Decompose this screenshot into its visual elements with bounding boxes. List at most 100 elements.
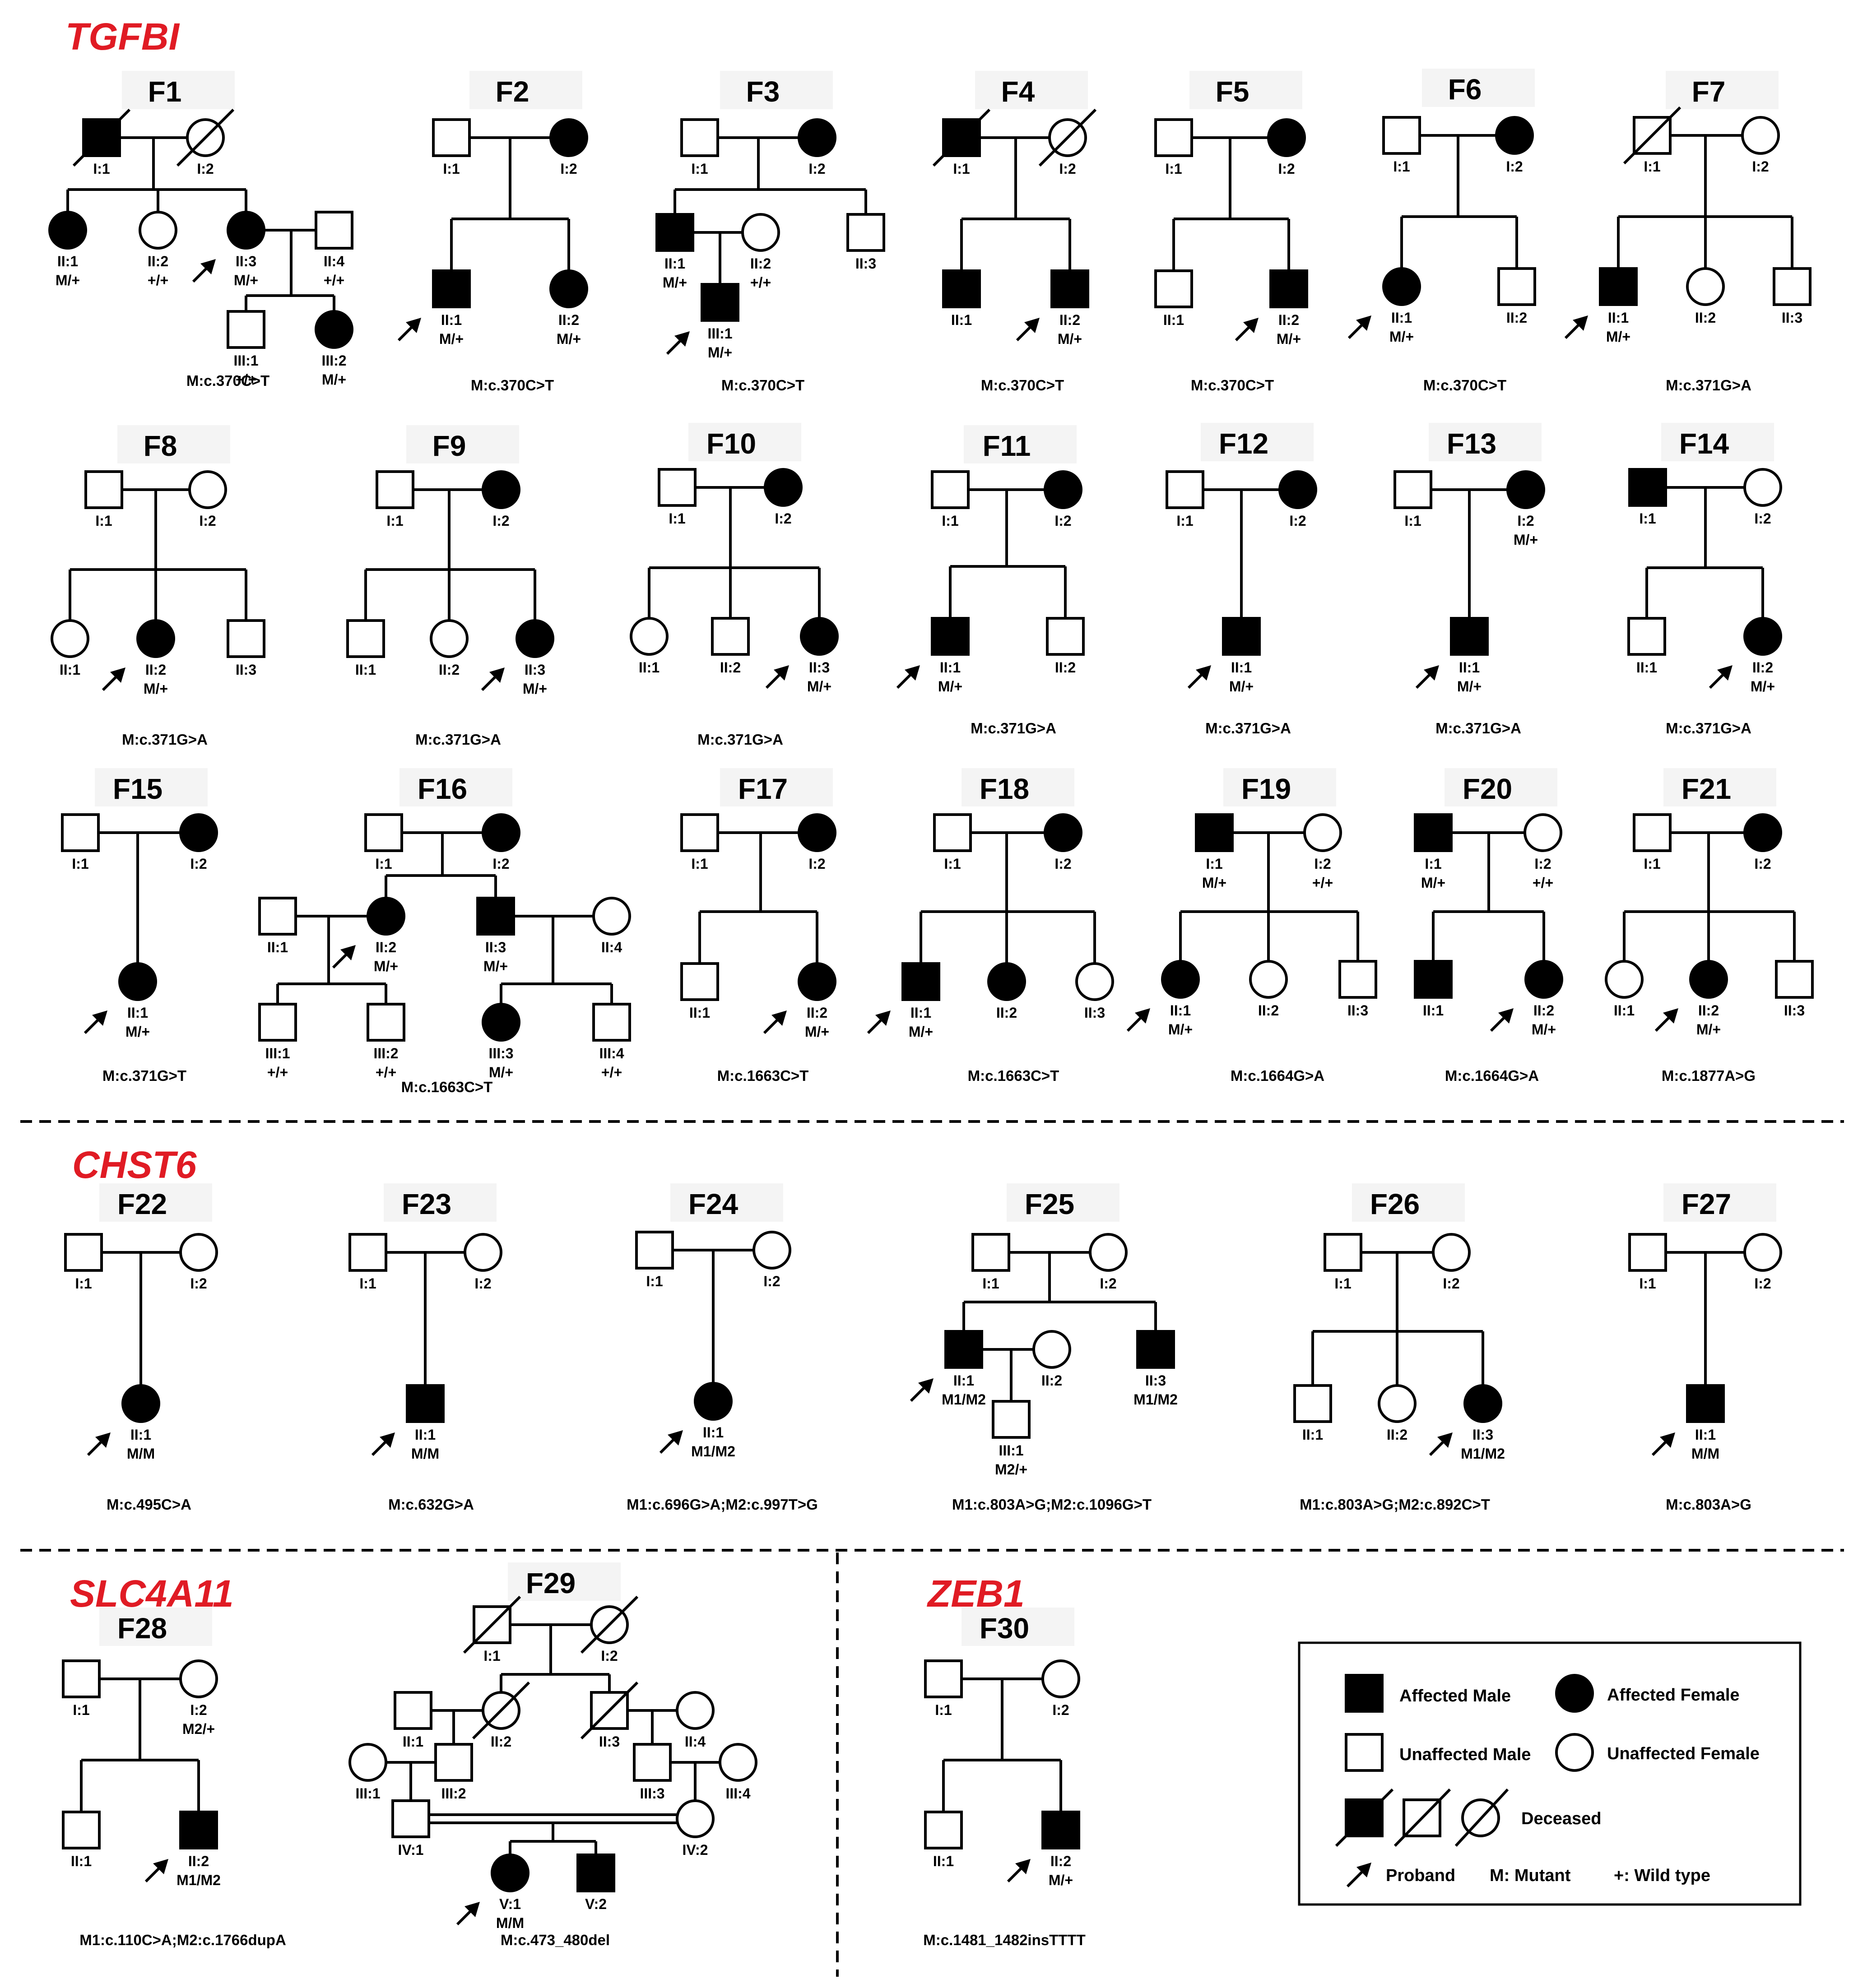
family-label: F20 (1445, 768, 1557, 806)
individual-id: I:2 (1754, 1275, 1771, 1292)
individual: II:2M/+ (549, 269, 588, 347)
proband-arrowhead-icon (1498, 1008, 1514, 1024)
legend-unaffected-male: Unaffected Male (1399, 1745, 1531, 1764)
genotype: M/+ (523, 681, 547, 697)
proband-arrowhead-icon (918, 1378, 934, 1394)
mutation-label: M:c.370C>T (1191, 377, 1274, 394)
affected-female-icon (227, 211, 265, 250)
family-label-box (962, 1608, 1074, 1646)
family-label: F27 (1663, 1183, 1776, 1222)
unaffected-female-icon (1743, 1233, 1782, 1272)
unaffected-male-icon (680, 118, 719, 157)
individual-id: II:2 (1258, 1002, 1279, 1019)
family-label: F21 (1663, 768, 1776, 806)
individual: I:2 (1495, 116, 1534, 175)
genotype: M1/M2 (1133, 1391, 1178, 1408)
genotype: +/+ (376, 1064, 396, 1080)
individual-id: I:2 (601, 1648, 618, 1664)
individual-id: I:2 (1100, 1275, 1116, 1292)
individual-id: II:2 (1278, 312, 1299, 328)
individual: II:2M/+ (1490, 960, 1563, 1038)
affected-female-icon (482, 1003, 520, 1042)
individual: I:2 (482, 470, 520, 529)
individual: I:2 (1038, 108, 1097, 177)
family-label: F16 (399, 768, 512, 806)
mutation-label: M:c.473_480del (501, 1932, 610, 1948)
individual: II:2 (1046, 617, 1085, 676)
family-label-box (399, 768, 512, 806)
unaffected-male-icon (346, 619, 385, 658)
affected-female-icon (798, 813, 836, 852)
family-label-box (688, 423, 801, 461)
individual: II:2M/+ (332, 897, 405, 974)
individual: I:1M/+ (1414, 813, 1453, 891)
mutation-label: M:c.1663C>T (968, 1067, 1059, 1084)
individual-id: I:2 (492, 513, 509, 529)
individual-id: I:2 (1059, 161, 1076, 177)
family-label: F8 (117, 425, 230, 463)
individual: II:1 (680, 962, 719, 1021)
genotype: M1/M2 (1461, 1446, 1505, 1462)
genotype: M/+ (144, 681, 168, 697)
individual-id: I:1 (75, 1275, 92, 1292)
individual: I:1 (1633, 813, 1672, 872)
family-label-box (962, 768, 1074, 806)
mutation-label: M1:c.696G>A;M2:c.997T>G (627, 1496, 818, 1513)
affected-male-icon (931, 617, 970, 656)
individual-id: II:3 (485, 939, 506, 955)
family-id: F15 (113, 773, 163, 805)
proband-arrowhead-icon (1660, 1432, 1675, 1448)
legend-frame (1298, 1641, 1802, 1906)
individual: II:4 (592, 897, 631, 955)
individual-id: III:1 (265, 1045, 290, 1061)
mutation-label: M:c.1663C>T (401, 1079, 493, 1095)
individual: II:3 (1775, 960, 1814, 1019)
proband-arrowhead-icon (668, 1430, 683, 1446)
proband-arrowhead-icon (1356, 315, 1371, 331)
unaffected-male-icon (1338, 960, 1377, 999)
individual: II:2M/+ (1709, 617, 1782, 695)
family-id: F3 (746, 75, 780, 108)
individual: II:3M/+ (481, 619, 554, 697)
unaffected-female-icon (1032, 1330, 1071, 1369)
family-label-box (1201, 423, 1314, 461)
genotype: M/+ (374, 958, 398, 974)
individual-id: II:2 (1387, 1427, 1407, 1443)
individual: I:2+/+ (1524, 813, 1562, 891)
individual: I:1 (931, 470, 970, 529)
genotype: M2/+ (995, 1461, 1027, 1478)
individual: II:3M1/M2 (1429, 1384, 1505, 1462)
individual: I:2M/+ (1506, 470, 1545, 548)
individual: II:2 (1032, 1330, 1071, 1389)
individual: II:1 (942, 269, 981, 328)
individual-id: II:2 (1506, 310, 1527, 326)
genotype: +/+ (148, 272, 168, 288)
individual: II:1M/+ (896, 617, 970, 695)
unaffected-male-icon (635, 1231, 674, 1270)
individual: II:2M1/M2 (144, 1811, 221, 1888)
affected-male-icon (1222, 617, 1261, 656)
affected-male-icon (1269, 269, 1308, 308)
individual-id: III:4 (725, 1785, 750, 1802)
individual: V:2 (576, 1854, 615, 1912)
individual: I:1 (72, 108, 131, 177)
individual-id: IV:1 (398, 1842, 424, 1858)
individual-id: II:4 (685, 1733, 706, 1750)
genotype: M/+ (557, 331, 581, 347)
individual-id: I:2 (1052, 1702, 1069, 1718)
individual-id: I:1 (95, 513, 112, 529)
unaffected-male-icon (1627, 617, 1666, 656)
individual-id: II:2 (1059, 312, 1080, 328)
genotype: M/+ (1696, 1021, 1721, 1038)
individual: III:1M/+ (666, 283, 739, 361)
individual: III:4 (719, 1743, 757, 1802)
family-id: F2 (496, 75, 530, 108)
proband-arrowhead-icon (905, 665, 920, 681)
legend-mutant: M: Mutant (1490, 1866, 1571, 1885)
individual: II:3 (580, 1681, 639, 1750)
